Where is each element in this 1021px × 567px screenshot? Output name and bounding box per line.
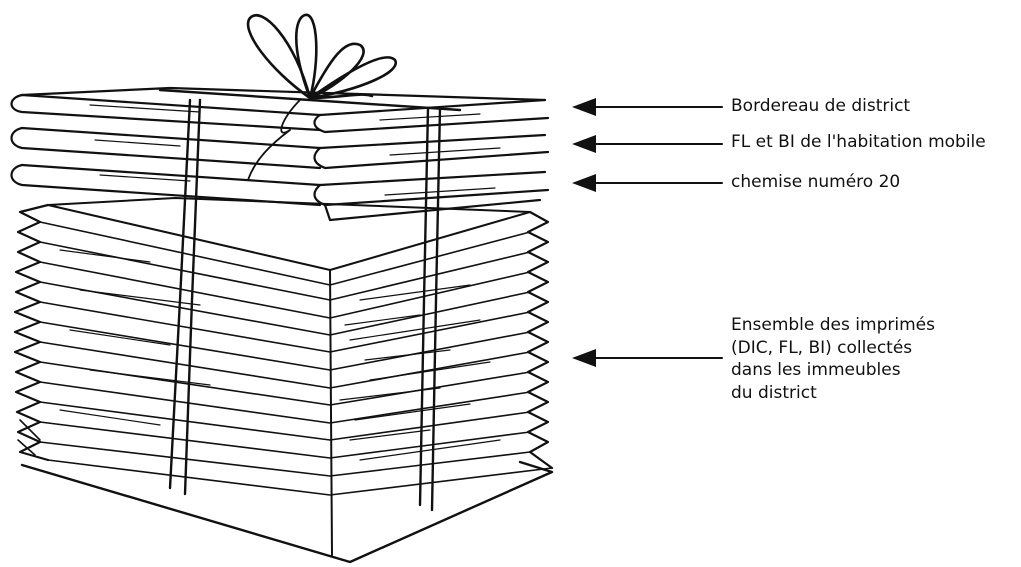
label-mobile-home-forms: FL et BI de l'habitation mobile <box>731 132 986 152</box>
bottom-sheet <box>20 460 554 564</box>
bow-knot <box>246 13 397 100</box>
arrowhead-2 <box>572 135 596 153</box>
folder-district-slip <box>10 86 550 134</box>
label-district-slip: Bordereau de district <box>731 96 911 116</box>
label-forms-line-2: (DIC, FL, BI) collectés <box>731 337 913 358</box>
label-forms-line-3: dans les immeubles <box>731 360 901 381</box>
folder-mobile-home <box>10 126 550 170</box>
label-forms-line-4: du district <box>731 382 817 403</box>
arrowhead-4 <box>572 349 596 367</box>
stack-left-edge <box>13 203 50 462</box>
string-left <box>168 98 202 496</box>
label-forms-line-1: Ensemble des imprimés <box>731 315 935 335</box>
folder-chemise-20 <box>10 163 550 222</box>
arrowhead-1 <box>572 98 596 116</box>
label-forms-set: Ensemble des imprimés (DIC, FL, BI) coll… <box>731 314 935 404</box>
string-right <box>418 106 442 512</box>
string-across <box>158 88 462 112</box>
stack-right-edge <box>526 210 554 470</box>
label-folder-20: chemise numéro 20 <box>731 172 901 192</box>
stack-sheet-lines <box>39 221 553 496</box>
arrowhead-3 <box>572 174 596 192</box>
